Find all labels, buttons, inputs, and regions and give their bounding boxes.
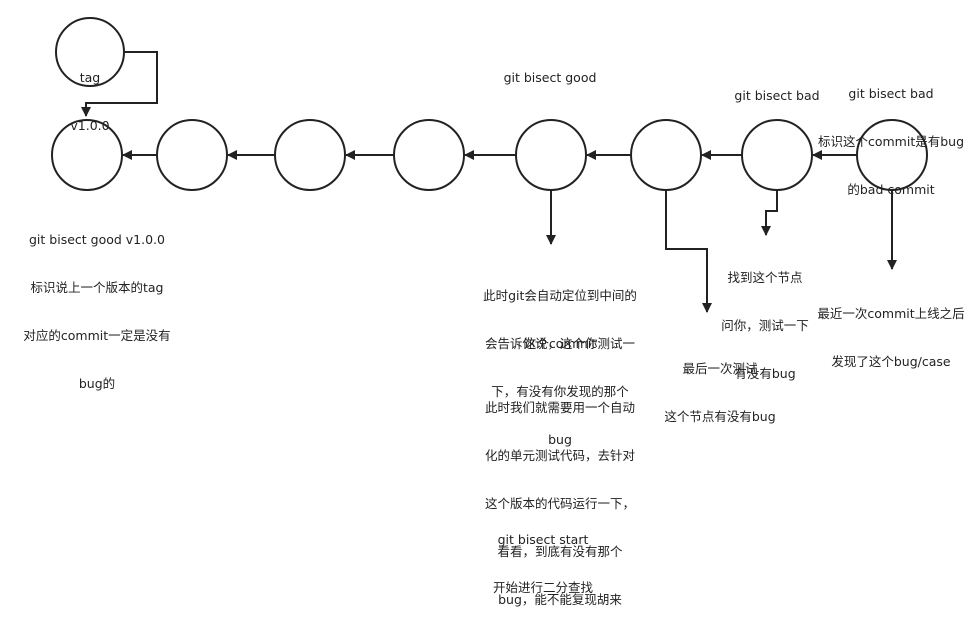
commit-node-4 bbox=[393, 119, 465, 191]
label-bisect-good-top: git bisect good bbox=[503, 70, 597, 85]
label-bisect-bad-right: git bisect bad 标识这个commit是有bug 的bad comm… bbox=[805, 54, 975, 214]
unit-test-line2: 化的单元测试代码，去针对 bbox=[484, 448, 635, 463]
label-bisect-bad-mid: git bisect bad bbox=[734, 88, 820, 103]
good-v100-line1: git bisect good v1.0.0 bbox=[29, 232, 165, 247]
tell-you-line3: bug bbox=[548, 432, 572, 447]
tag-node-line1: tag bbox=[79, 70, 101, 85]
find-node-line2: 问你，测试一下 bbox=[721, 318, 809, 333]
tell-you-line2: 下，有没有你发现的那个 bbox=[491, 384, 629, 399]
pointer-arrow-find-node bbox=[761, 190, 778, 236]
good-v100-line2: 标识说上一个版本的tag bbox=[30, 280, 164, 295]
unit-test-line1: 此时我们就需要用一个自动 bbox=[484, 400, 635, 415]
bisect-bad-right-title: git bisect bad bbox=[848, 86, 934, 101]
last-test-line2: 这个节点有没有bug bbox=[664, 409, 776, 424]
label-auto-locate: 此时git会自动定位到中间的 这个commit bbox=[465, 256, 655, 368]
commit-node-7 bbox=[741, 119, 813, 191]
auto-locate-line1: 此时git会自动定位到中间的 bbox=[483, 288, 637, 303]
tag-connector bbox=[81, 51, 158, 117]
find-node-line1: 找到这个节点 bbox=[727, 270, 803, 285]
unit-test-line3: 这个版本的代码运行一下， bbox=[484, 496, 635, 511]
last-test-line1: 最后一次测试 bbox=[682, 361, 758, 376]
tell-you-line1: 会告诉你说，这个你测试一 bbox=[484, 336, 635, 351]
commit-node-5 bbox=[515, 119, 587, 191]
auto-locate-line2: 这个commit bbox=[523, 336, 597, 351]
bisect-bad-right-desc2: 的bad commit bbox=[847, 182, 935, 197]
label-bisect-start: git bisect start 开始进行二分查找 bbox=[465, 500, 621, 612]
latest-commit-line1: 最近一次commit上线之后 bbox=[817, 306, 965, 321]
label-latest-commit: 最近一次commit上线之后 发现了这个bug/case bbox=[805, 274, 975, 386]
good-v100-line3: 对应的commit一定是没有 bbox=[23, 328, 171, 343]
commit-node-6 bbox=[630, 119, 702, 191]
label-tell-you: 会告诉你说，这个你测试一 下，有没有你发现的那个 bug bbox=[465, 304, 655, 464]
pointer-arrow-last-test bbox=[665, 190, 712, 313]
find-node-line3: 有没有bug bbox=[734, 366, 796, 381]
commit-node-2 bbox=[156, 119, 228, 191]
bisect-bad-right-desc1: 标识这个commit是有bug bbox=[817, 134, 965, 149]
bisect-start-line2: 开始进行二分查找 bbox=[492, 580, 593, 595]
latest-commit-line2: 发现了这个bug/case bbox=[831, 354, 951, 369]
bisect-diagram bbox=[51, 17, 928, 313]
label-good-v100: git bisect good v1.0.0 标识说上一个版本的tag 对应的c… bbox=[7, 200, 187, 408]
bisect-start-line1: git bisect start bbox=[497, 532, 589, 547]
tag-node-label: tag v1.0.0 bbox=[58, 38, 122, 150]
good-v100-line4: bug的 bbox=[78, 376, 116, 391]
commit-node-3 bbox=[274, 119, 346, 191]
label-last-test: 最后一次测试 这个节点有没有bug bbox=[645, 329, 795, 441]
tag-node-line2: v1.0.0 bbox=[70, 118, 110, 133]
label-find-node: 找到这个节点 问你，测试一下 有没有bug bbox=[700, 238, 830, 398]
